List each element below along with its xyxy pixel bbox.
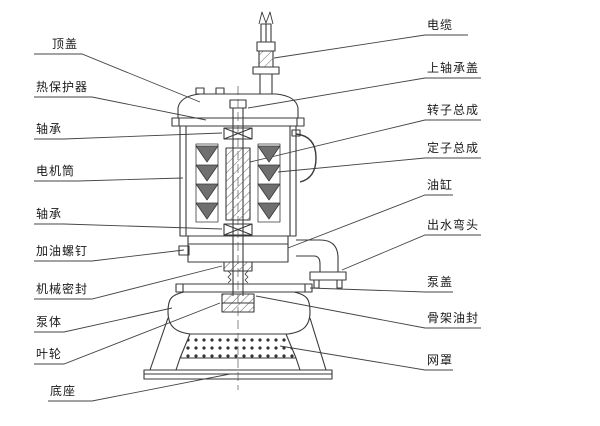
leader-mesh-cover <box>279 345 453 371</box>
leader-bearing-upper <box>34 132 223 140</box>
label-pump-body: 泵体 <box>36 315 63 329</box>
label-cable: 电缆 <box>427 18 454 32</box>
leader-impeller <box>34 302 221 365</box>
leader-bearing-lower <box>34 223 223 230</box>
outlet-elbow-part <box>296 239 347 289</box>
mechanical-seal-part <box>223 261 253 284</box>
leader-upper-bearing-cover <box>247 77 481 109</box>
leader-top-cover <box>34 53 201 103</box>
leader-stator-assembly <box>277 157 481 173</box>
bearing-upper-part <box>223 127 253 140</box>
label-base: 底座 <box>50 384 77 398</box>
stator-assembly-part <box>195 143 281 223</box>
leader-oil-screw <box>34 249 185 262</box>
pump-drawing <box>143 11 347 390</box>
mesh-cover-part <box>175 333 301 371</box>
leader-lines <box>34 34 481 402</box>
leader-motor-barrel <box>34 177 184 182</box>
label-motor-barrel: 电机筒 <box>36 164 76 178</box>
cable-part <box>252 11 280 95</box>
label-bearing-upper: 轴承 <box>36 122 63 136</box>
label-oil-cylinder: 油缸 <box>427 178 454 192</box>
label-bearing-lower: 轴承 <box>36 207 63 221</box>
leader-outlet-elbow <box>341 234 481 271</box>
handle-part <box>291 129 317 183</box>
label-outlet-elbow: 出水弯头 <box>427 218 480 232</box>
label-oil-screw: 加油螺钉 <box>36 244 89 258</box>
leader-oil-cylinder <box>287 194 453 249</box>
rotor-assembly-part <box>225 147 251 221</box>
label-rotor-assembly: 转子总成 <box>427 103 480 117</box>
leader-skeleton-oil-seal <box>255 295 481 329</box>
label-mechanical-seal: 机械密封 <box>36 282 89 296</box>
label-pump-cover: 泵盖 <box>427 275 454 289</box>
leader-rotor-assembly <box>249 119 481 163</box>
pump-body-part <box>167 291 311 335</box>
base-part <box>143 317 333 380</box>
label-impeller: 叶轮 <box>36 347 63 361</box>
leader-pump-cover <box>309 287 453 293</box>
leader-cable <box>273 34 468 59</box>
label-mesh-cover: 网罩 <box>427 353 454 367</box>
leader-pump-body <box>34 307 173 333</box>
oil-screw-part <box>178 245 190 256</box>
label-stator-assembly: 定子总成 <box>427 141 480 155</box>
bearing-lower-part <box>223 223 253 236</box>
label-upper-bearing-cover: 上轴承盖 <box>427 61 480 75</box>
label-skeleton-oil-seal: 骨架油封 <box>427 311 480 325</box>
leader-base <box>48 373 231 402</box>
label-top-cover: 顶盖 <box>52 37 79 51</box>
leader-thermal-protector <box>34 96 207 121</box>
label-thermal-protector: 热保护器 <box>36 80 89 94</box>
leader-mechanical-seal <box>34 265 223 300</box>
pump-cover-part <box>175 283 313 293</box>
